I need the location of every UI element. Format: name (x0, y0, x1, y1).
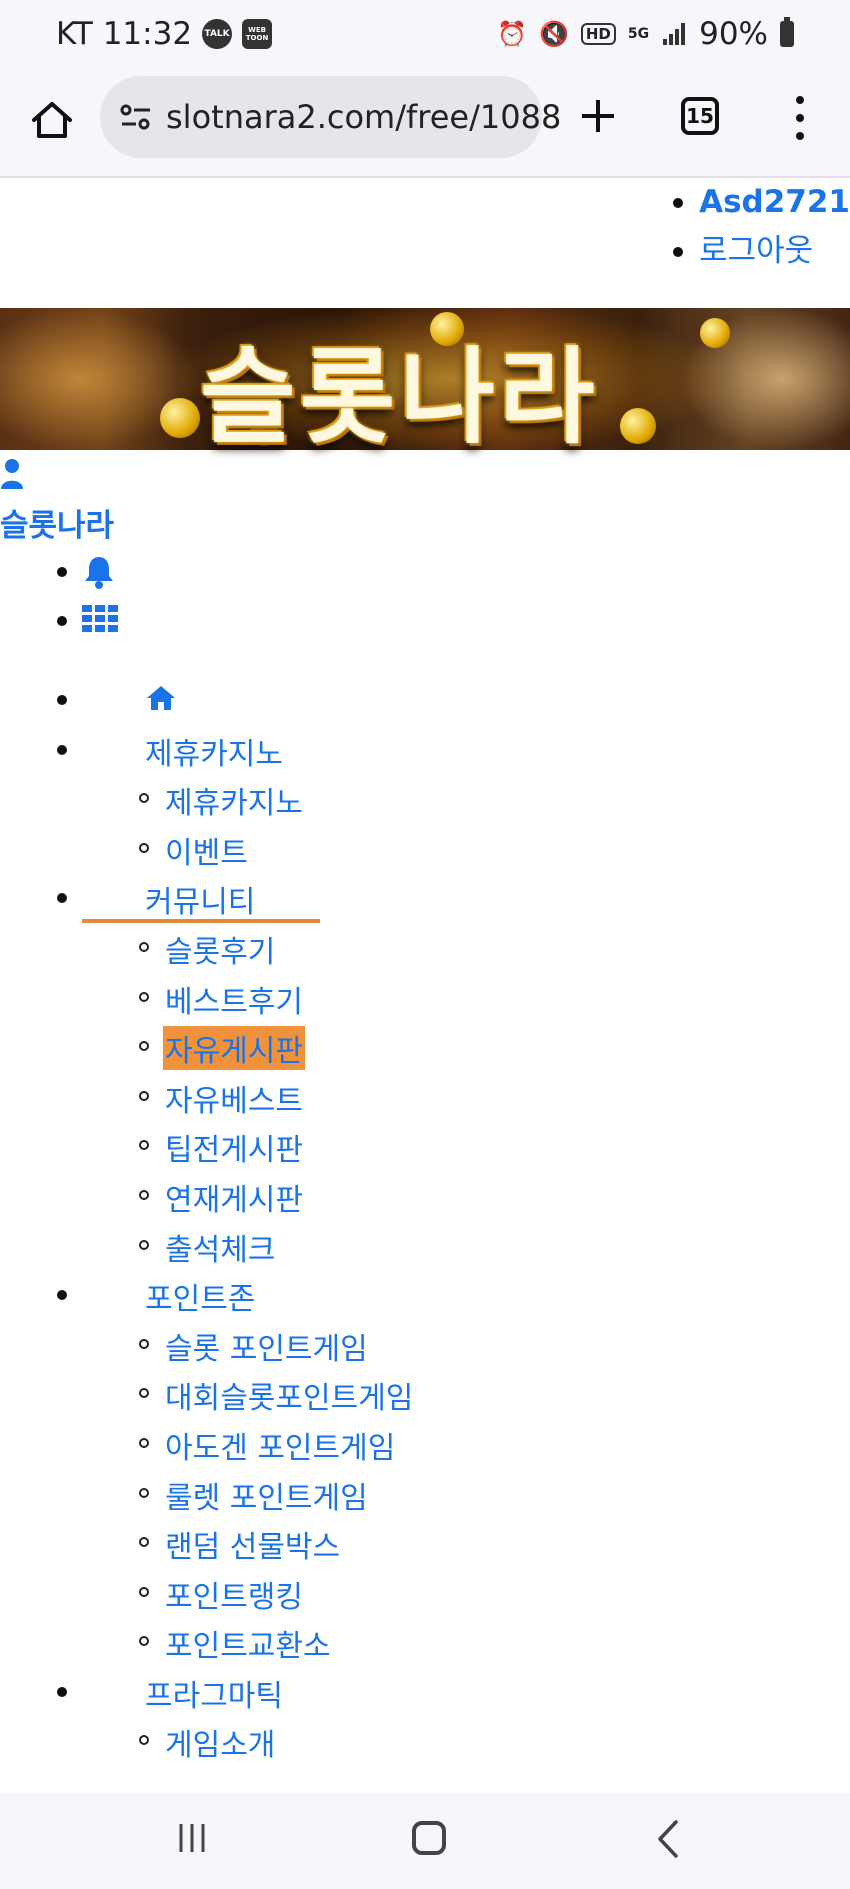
nav-item-community: 커뮤니티 (0, 873, 850, 924)
banner-coin (250, 418, 278, 446)
status-left: KT 11:32 TALK WEB TOON (56, 16, 273, 52)
kakaotalk-notification-icon: TALK (202, 19, 233, 49)
nav-link-point-zone[interactable]: 포인트존 (145, 1282, 256, 1318)
url-text[interactable]: slotnara2.com/free/1088 (166, 98, 562, 136)
subnav-link-game-intro[interactable]: 게임소개 (165, 1728, 276, 1764)
active-underline (82, 919, 320, 924)
subnav-link-point-ranking[interactable]: 포인트랭킹 (165, 1579, 303, 1615)
subnav-link-event[interactable]: 이벤트 (165, 835, 248, 871)
new-tab-icon[interactable] (576, 94, 620, 138)
subnav-item-roulette-point-game: 룰렛 포인트게임 (0, 1469, 850, 1519)
subnav-link-attendance[interactable]: 출석체크 (165, 1232, 276, 1268)
main-navigation: 제휴카지노 제휴카지노 이벤트 커뮤니티 슬롯후기 베스트후기 자유게시판 자유… (0, 675, 850, 1766)
battery-percent: 90% (699, 16, 768, 52)
nav-item-pragmatic: 프라그마틱 (0, 1667, 850, 1717)
subnav-item-attendance: 출석체크 (0, 1221, 850, 1271)
banner-coin (620, 408, 656, 444)
banner-coin (430, 312, 464, 346)
alarm-icon: ⏰ (497, 20, 527, 48)
subnav-item-slot-point-game: 슬롯 포인트게임 (0, 1320, 850, 1370)
subnav-link-serial-board[interactable]: 연재게시판 (165, 1182, 303, 1218)
nav-link-community[interactable]: 커뮤니티 (145, 885, 256, 921)
subnav-item-tip-board: 팁전게시판 (0, 1121, 850, 1171)
subnav-item-tournament-slot-point-game: 대회슬롯포인트게임 (0, 1369, 850, 1419)
status-right: ⏰ 🔇 HD 5G 90% (497, 16, 794, 52)
grid-menu-icon[interactable] (82, 603, 118, 633)
subnav-link-slot-point-game[interactable]: 슬롯 포인트게임 (165, 1331, 368, 1367)
site-settings-icon[interactable] (116, 97, 156, 137)
user-icon[interactable] (0, 458, 24, 490)
subnav-item-serial-board: 연재게시판 (0, 1171, 850, 1221)
subnav-item-best-review: 베스트후기 (0, 973, 850, 1023)
network-5g-icon: 5G (627, 26, 650, 42)
signal-icon (663, 23, 686, 45)
system-navigation-bar (0, 1793, 850, 1889)
subnav-link-best-review[interactable]: 베스트후기 (165, 984, 303, 1020)
subnav-item-point-ranking: 포인트랭킹 (0, 1568, 850, 1618)
subnav-link-random-gift-box[interactable]: 랜덤 선물박스 (165, 1530, 341, 1566)
nav-item-home (0, 675, 850, 725)
nav-item-partner-casino: 제휴카지노 (0, 725, 850, 775)
house-icon[interactable] (145, 684, 177, 712)
banner-title: 슬롯나라 (200, 336, 599, 458)
more-menu-icon[interactable] (790, 92, 810, 144)
user-menu-item-username: Asd2721 (667, 178, 850, 227)
back-icon[interactable] (654, 1819, 682, 1859)
subnav-item-random-gift-box: 랜덤 선물박스 (0, 1518, 850, 1568)
subnav-item-slot-review: 슬롯후기 (0, 923, 850, 973)
status-bar: KT 11:32 TALK WEB TOON ⏰ 🔇 HD 5G 90% (0, 0, 850, 70)
bell-icon[interactable] (82, 554, 116, 590)
nav-link-pragmatic[interactable]: 프라그마틱 (145, 1678, 283, 1714)
subnav-item-free-board: 자유게시판 (0, 1022, 850, 1072)
subnav-link-adogen-point-game[interactable]: 아도겐 포인트게임 (165, 1430, 396, 1466)
subnav-link-slot-review[interactable]: 슬롯후기 (165, 934, 276, 970)
apps-menu-item (0, 597, 200, 646)
battery-icon (780, 17, 794, 47)
subnav-item-partner-casino: 제휴카지노 (0, 774, 850, 824)
browser-toolbar: slotnara2.com/free/1088 15 (0, 70, 850, 178)
user-menu-item-logout: 로그아웃 (667, 227, 850, 276)
tab-switcher-button[interactable]: 15 (681, 97, 719, 135)
site-title-link[interactable]: 슬롯나라 (0, 508, 115, 544)
webtoon-notification-icon: WEB TOON (242, 19, 273, 49)
subnav-item-event: 이벤트 (0, 824, 850, 874)
username-link[interactable]: Asd2721 (699, 184, 850, 220)
banner-coin (160, 398, 200, 438)
recent-apps-icon[interactable] (175, 1821, 209, 1855)
subnav-item-game-intro: 게임소개 (0, 1716, 850, 1766)
address-bar[interactable]: slotnara2.com/free/1088 (100, 76, 561, 158)
user-menu: Asd2721 로그아웃 (667, 178, 850, 276)
subnav-item-adogen-point-game: 아도겐 포인트게임 (0, 1419, 850, 1469)
subnav-link-free-best[interactable]: 자유베스트 (165, 1083, 303, 1119)
nav-item-point-zone: 포인트존 (0, 1270, 850, 1320)
subnav-link-point-exchange[interactable]: 포인트교환소 (165, 1629, 331, 1665)
mute-icon: 🔇 (538, 20, 569, 48)
subnav-item-free-best: 자유베스트 (0, 1072, 850, 1122)
subnav-link-roulette-point-game[interactable]: 룰렛 포인트게임 (165, 1480, 368, 1516)
web-page: Asd2721 로그아웃 슬롯나라 슬롯나라 (0, 178, 850, 1793)
nav-link-partner-casino[interactable]: 제휴카지노 (145, 736, 283, 772)
banner-coin (700, 318, 730, 348)
subnav-link-partner-casino[interactable]: 제휴카지노 (165, 786, 303, 822)
header-icon-list (0, 548, 200, 646)
home-icon[interactable] (28, 96, 76, 144)
hd-voice-icon: HD (580, 23, 616, 45)
subnav-link-free-board[interactable]: 자유게시판 (163, 1026, 305, 1071)
carrier-time: KT 11:32 (56, 16, 193, 52)
site-banner[interactable]: 슬롯나라 (0, 308, 850, 458)
notifications-item (0, 548, 200, 597)
subnav-link-tournament-slot-point-game[interactable]: 대회슬롯포인트게임 (165, 1381, 414, 1417)
subnav-link-tip-board[interactable]: 팁전게시판 (165, 1133, 303, 1169)
home-button-icon[interactable] (412, 1821, 446, 1855)
subnav-item-point-exchange: 포인트교환소 (0, 1617, 850, 1667)
logout-link[interactable]: 로그아웃 (699, 233, 814, 269)
